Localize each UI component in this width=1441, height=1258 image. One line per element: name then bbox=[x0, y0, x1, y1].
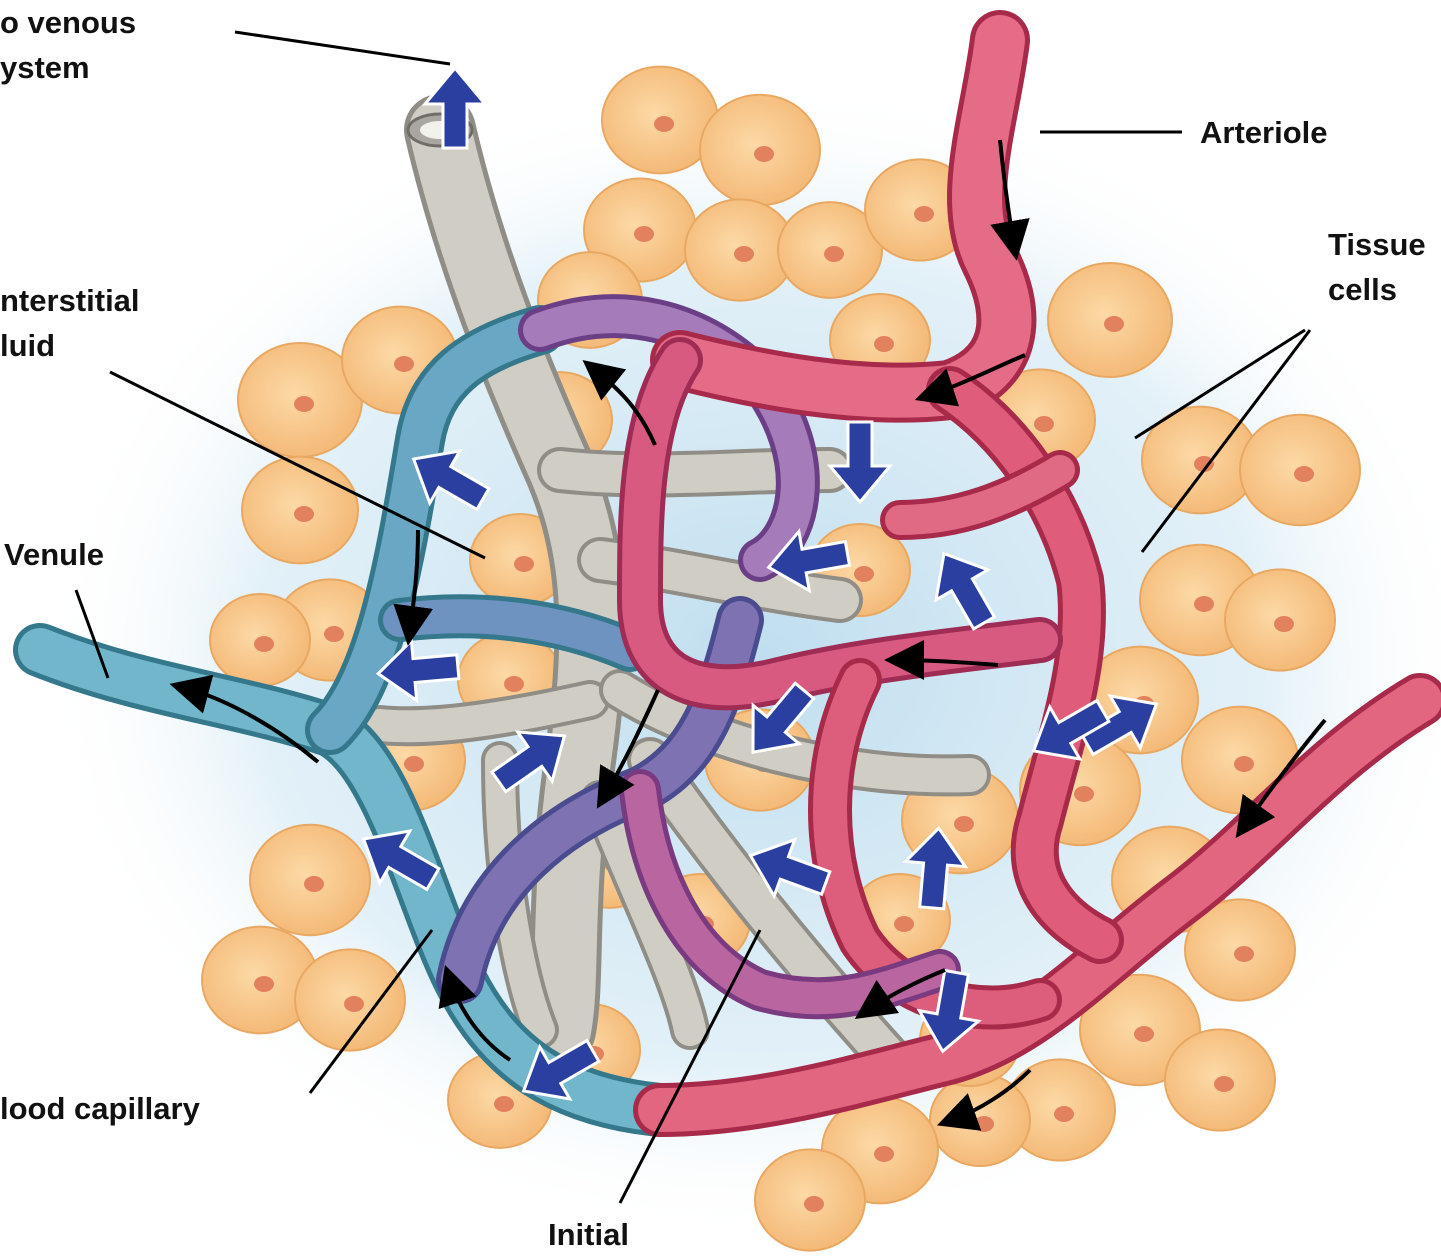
label-venous-line1: o venous bbox=[0, 0, 136, 45]
label-interstitial-line2: luid bbox=[0, 323, 140, 368]
cell-nucleus bbox=[1214, 1076, 1234, 1092]
cell-nucleus bbox=[394, 356, 414, 372]
cell-nucleus bbox=[854, 566, 874, 582]
cell-nucleus bbox=[514, 556, 534, 572]
cell-nucleus bbox=[754, 146, 774, 162]
cell-nucleus bbox=[804, 1196, 824, 1212]
cell-nucleus bbox=[824, 246, 844, 262]
cell-nucleus bbox=[294, 506, 314, 522]
label-venule: Venule bbox=[4, 532, 104, 577]
label-interstitial-line1: nterstitial bbox=[0, 278, 140, 323]
label-tissue-line2: cells bbox=[1328, 267, 1426, 312]
cell-nucleus bbox=[294, 396, 314, 412]
cell-nucleus bbox=[404, 756, 424, 772]
cell-nucleus bbox=[304, 876, 324, 892]
cell-nucleus bbox=[1074, 786, 1094, 802]
cell-nucleus bbox=[1104, 316, 1124, 332]
cell-nucleus bbox=[1134, 1026, 1154, 1042]
cell-nucleus bbox=[494, 1096, 514, 1112]
label-venous-system: o venous ystem bbox=[0, 0, 136, 90]
cell-nucleus bbox=[734, 246, 754, 262]
cell-nucleus bbox=[504, 676, 524, 692]
cell-nucleus bbox=[324, 626, 344, 642]
label-tissue-line1: Tissue bbox=[1328, 222, 1426, 267]
label-interstitial-fluid: nterstitial luid bbox=[0, 278, 140, 368]
label-blood-capillary: lood capillary bbox=[0, 1086, 200, 1131]
label-arteriole: Arteriole bbox=[1200, 110, 1327, 155]
cell-nucleus bbox=[874, 336, 894, 352]
cell-nucleus bbox=[1234, 946, 1254, 962]
cell-nucleus bbox=[1294, 466, 1314, 482]
leader-venous bbox=[235, 32, 450, 64]
cell-nucleus bbox=[874, 1146, 894, 1162]
cell-nucleus bbox=[634, 226, 654, 242]
cell-nucleus bbox=[1054, 1106, 1074, 1122]
cell-nucleus bbox=[1034, 416, 1054, 432]
cell-nucleus bbox=[1234, 756, 1254, 772]
cell-nucleus bbox=[954, 816, 974, 832]
label-venous-line2: ystem bbox=[0, 45, 136, 90]
cell-nucleus bbox=[914, 206, 934, 222]
cell-nucleus bbox=[654, 116, 674, 132]
label-tissue-cells: Tissue cells bbox=[1328, 222, 1426, 312]
cell-nucleus bbox=[1274, 616, 1294, 632]
cell-nucleus bbox=[344, 996, 364, 1012]
cell-nucleus bbox=[1194, 596, 1214, 612]
cell-nucleus bbox=[254, 636, 274, 652]
cell-nucleus bbox=[894, 916, 914, 932]
cell-nucleus bbox=[254, 976, 274, 992]
cell-nucleus bbox=[974, 1116, 994, 1132]
label-initial: Initial bbox=[548, 1212, 629, 1257]
